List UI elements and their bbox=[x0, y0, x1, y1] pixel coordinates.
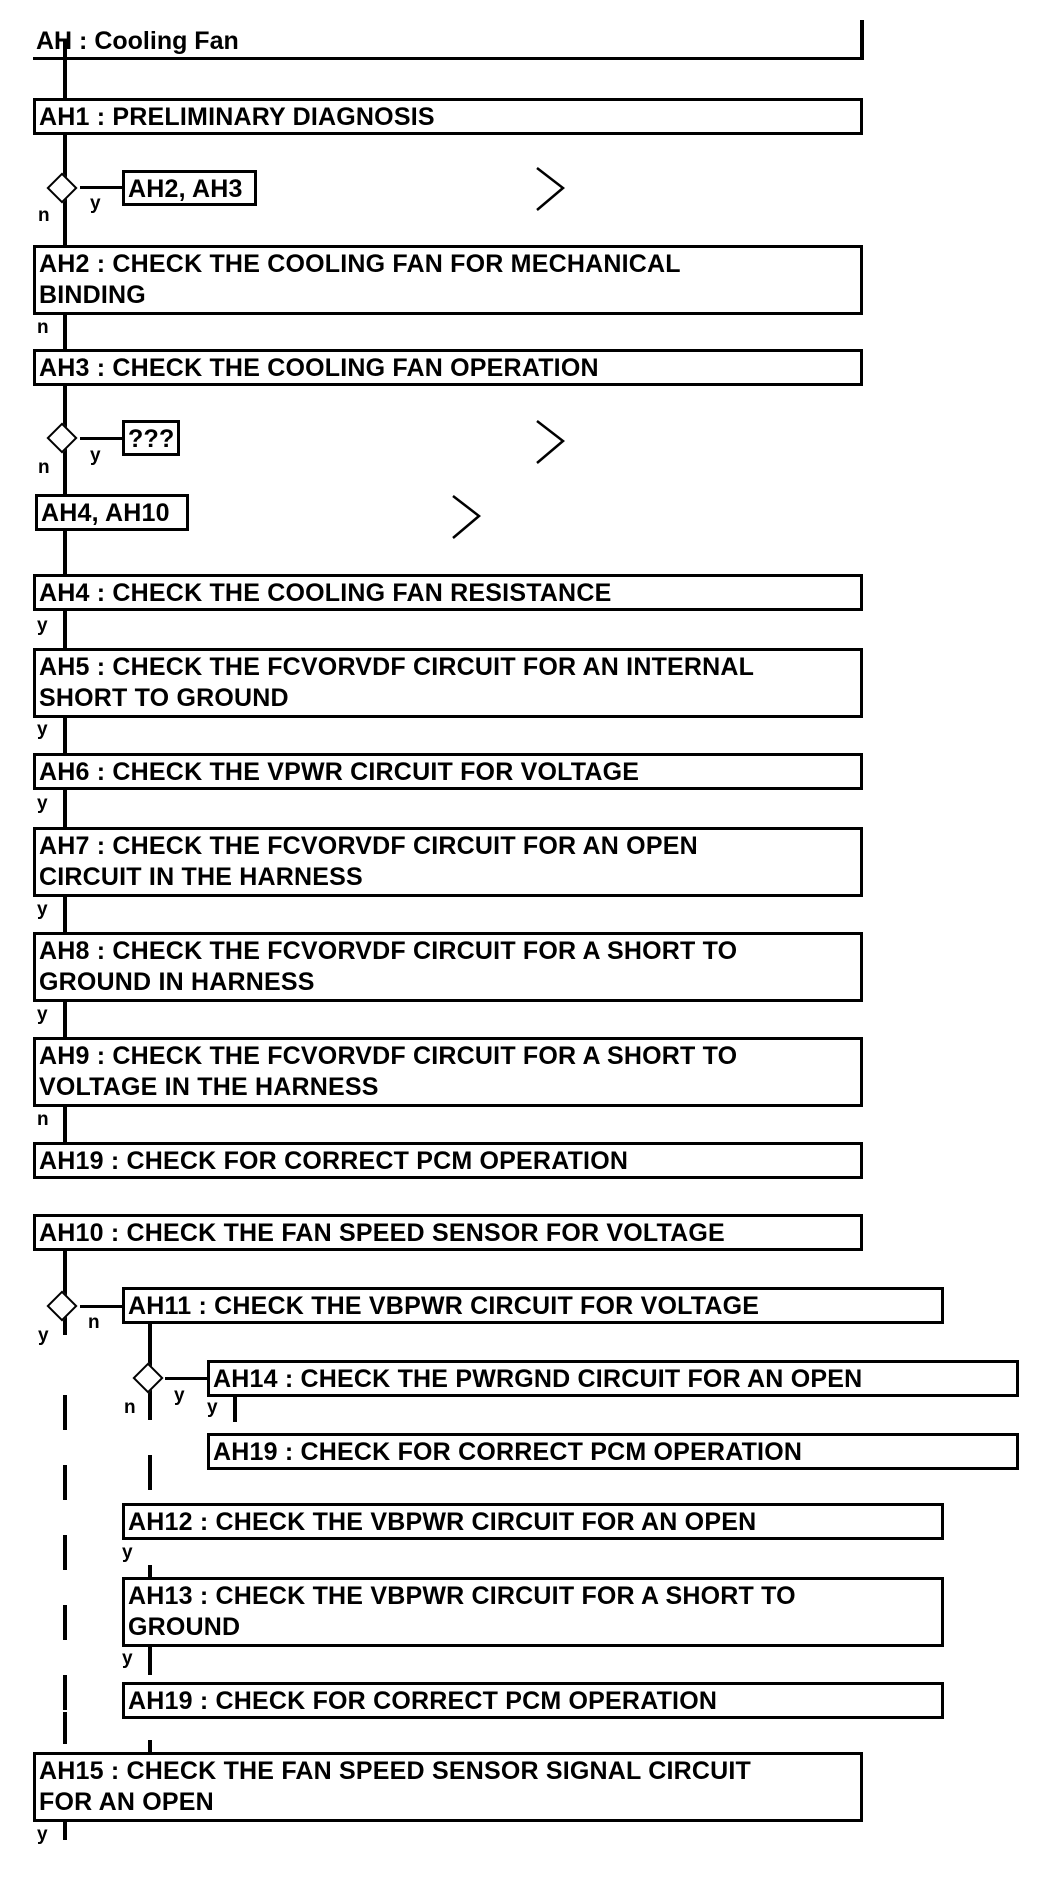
branch-line bbox=[80, 437, 124, 440]
page-title: AH : Cooling Fan bbox=[36, 27, 239, 55]
branch-line bbox=[80, 186, 124, 189]
step-ah15[interactable]: AH15 : CHECK THE FAN SPEED SENSOR SIGNAL… bbox=[33, 1752, 863, 1822]
yes-label: y bbox=[122, 1648, 133, 1669]
decision-diamond bbox=[46, 1290, 78, 1322]
connector-line-dashed bbox=[63, 1535, 67, 1570]
step-ah3[interactable]: AH3 : CHECK THE COOLING FAN OPERATION bbox=[33, 349, 863, 386]
chevron-right-icon bbox=[452, 495, 481, 539]
yes-label: y bbox=[122, 1542, 133, 1563]
step-ah13[interactable]: AH13 : CHECK THE VBPWR CIRCUIT FOR A SHO… bbox=[122, 1577, 944, 1647]
connector-line bbox=[63, 40, 67, 650]
step-ah6[interactable]: AH6 : CHECK THE VPWR CIRCUIT FOR VOLTAGE bbox=[33, 753, 863, 790]
decision-diamond bbox=[46, 172, 78, 204]
step-ah14[interactable]: AH14 : CHECK THE PWRGND CIRCUIT FOR AN O… bbox=[207, 1360, 1019, 1397]
step-ah7[interactable]: AH7 : CHECK THE FCVORVDF CIRCUIT FOR AN … bbox=[33, 827, 863, 897]
decision-diamond bbox=[46, 422, 78, 454]
no-label: n bbox=[38, 457, 50, 478]
yes-label: y bbox=[37, 1824, 48, 1845]
connector-line bbox=[233, 1382, 237, 1422]
step-ah8[interactable]: AH8 : CHECK THE FCVORVDF CIRCUIT FOR A S… bbox=[33, 932, 863, 1002]
chevron-right-icon bbox=[536, 167, 565, 211]
step-ah12[interactable]: AH12 : CHECK THE VBPWR CIRCUIT FOR AN OP… bbox=[122, 1503, 944, 1540]
yes-label: y bbox=[38, 1325, 49, 1346]
no-label: n bbox=[124, 1397, 136, 1418]
connector-line-dashed bbox=[63, 1465, 67, 1500]
step-ah1[interactable]: AH1 : PRELIMINARY DIAGNOSIS bbox=[33, 98, 863, 135]
yes-label: y bbox=[90, 445, 101, 466]
yes-label: y bbox=[207, 1397, 218, 1418]
connector-line bbox=[148, 1455, 152, 1490]
step-ah19[interactable]: AH19 : CHECK FOR CORRECT PCM OPERATION bbox=[33, 1142, 863, 1179]
chevron-right-icon bbox=[536, 420, 565, 464]
step-ah10[interactable]: AH10 : CHECK THE FAN SPEED SENSOR FOR VO… bbox=[33, 1214, 863, 1251]
connector-line-dashed bbox=[63, 1605, 67, 1640]
no-label: n bbox=[37, 317, 49, 338]
title-underline bbox=[33, 57, 863, 60]
branch-line bbox=[80, 1305, 124, 1308]
yes-label: y bbox=[90, 193, 101, 214]
branch-target-ah4-ah10[interactable]: AH4, AH10 bbox=[35, 494, 189, 531]
step-ah19[interactable]: AH19 : CHECK FOR CORRECT PCM OPERATION bbox=[122, 1682, 944, 1719]
yes-label: y bbox=[37, 793, 48, 814]
connector-line-dashed bbox=[63, 1712, 67, 1744]
decision-diamond bbox=[132, 1362, 164, 1394]
yes-label: y bbox=[37, 899, 48, 920]
no-label: n bbox=[37, 1109, 49, 1130]
connector-line-dashed bbox=[63, 1675, 67, 1710]
step-ah19[interactable]: AH19 : CHECK FOR CORRECT PCM OPERATION bbox=[207, 1433, 1019, 1470]
yes-label: y bbox=[174, 1385, 185, 1406]
no-label: n bbox=[88, 1312, 100, 1333]
connector-line bbox=[860, 20, 864, 60]
yes-label: y bbox=[37, 1004, 48, 1025]
connector-line bbox=[63, 1225, 67, 1335]
branch-target-ah2-ah3[interactable]: AH2, AH3 bbox=[122, 170, 257, 206]
connector-line bbox=[148, 1635, 152, 1675]
branch-line bbox=[165, 1377, 209, 1380]
step-ah5[interactable]: AH5 : CHECK THE FCVORVDF CIRCUIT FOR AN … bbox=[33, 648, 863, 718]
yes-label: y bbox=[37, 719, 48, 740]
step-ah2[interactable]: AH2 : CHECK THE COOLING FAN FOR MECHANIC… bbox=[33, 245, 863, 315]
step-ah9[interactable]: AH9 : CHECK THE FCVORVDF CIRCUIT FOR A S… bbox=[33, 1037, 863, 1107]
branch-target-unknown[interactable]: ??? bbox=[122, 420, 180, 456]
no-label: n bbox=[38, 205, 50, 226]
step-ah11[interactable]: AH11 : CHECK THE VBPWR CIRCUIT FOR VOLTA… bbox=[122, 1287, 944, 1324]
connector-line-dashed bbox=[63, 1395, 67, 1430]
yes-label: y bbox=[37, 615, 48, 636]
step-ah4[interactable]: AH4 : CHECK THE COOLING FAN RESISTANCE bbox=[33, 574, 863, 611]
